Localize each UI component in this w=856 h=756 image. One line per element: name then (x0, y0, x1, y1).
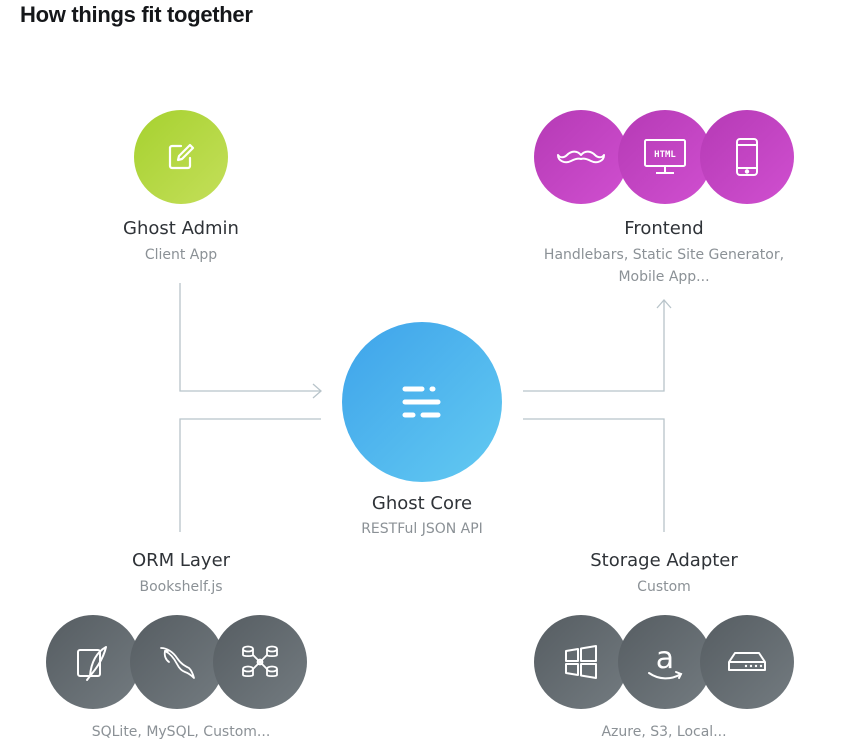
amazon-logo-icon: a (648, 641, 683, 680)
admin-to-core-connector (179, 283, 321, 392)
ghost-logo-icon (402, 386, 441, 418)
hard-drive-icon (728, 652, 766, 671)
orm-layer-title: ORM Layer (131, 550, 231, 571)
orm-layer-subtitle: Bookshelf.js (139, 579, 223, 595)
mobile-phone-icon (736, 138, 758, 176)
svg-text:a: a (656, 641, 674, 676)
svg-text:HTML: HTML (654, 150, 676, 160)
storage-amazon-circle: a (618, 615, 712, 709)
orm-mysql-circle (130, 615, 224, 709)
frontend-title: Frontend (624, 218, 704, 239)
ghost-admin-title: Ghost Admin (123, 218, 239, 239)
orm-layer-footer: SQLite, MySQL, Custom... (91, 724, 271, 740)
frontend-subtitle-line-2: Mobile App... (618, 269, 710, 285)
orm-network-circle (213, 615, 307, 709)
storage-adapter-footer: Azure, S3, Local... (601, 724, 727, 740)
core-to-storage-connector (523, 418, 665, 532)
mysql-dolphin-icon (160, 647, 195, 679)
page-heading: How things fit together (20, 2, 253, 27)
frontend-subtitle-line-1: Handlebars, Static Site Generator, (543, 247, 785, 263)
core-to-frontend-arrowhead (656, 299, 672, 309)
orm-to-core-connector (179, 418, 321, 532)
frontend-html-circle: HTML (618, 110, 712, 204)
ghost-core-subtitle: RESTFul JSON API (361, 521, 483, 537)
admin-to-core-arrowhead (312, 383, 322, 399)
frontend-mustache-circle (534, 110, 628, 204)
ghost-admin-subtitle: Client App (144, 247, 218, 263)
edit-icon (168, 143, 195, 170)
frontend-mobile-circle (700, 110, 794, 204)
mustache-icon (557, 150, 605, 164)
storage-drive-circle (700, 615, 794, 709)
storage-windows-circle (534, 615, 628, 709)
database-network-icon (242, 645, 278, 678)
html-monitor-icon: HTML (644, 139, 686, 174)
ghost-core-circle (342, 322, 502, 482)
storage-adapter-title: Storage Adapter (590, 550, 738, 571)
windows-logo-icon (565, 645, 597, 679)
sqlite-feather-icon (77, 646, 107, 681)
frontend-subtitle: Handlebars, Static Site Generator, Mobil… (544, 244, 784, 288)
orm-sqlite-circle (46, 615, 140, 709)
ghost-admin-circle (134, 110, 228, 204)
core-to-frontend-connector (523, 300, 665, 392)
storage-adapter-subtitle: Custom (637, 579, 691, 595)
ghost-core-title: Ghost Core (371, 493, 473, 514)
